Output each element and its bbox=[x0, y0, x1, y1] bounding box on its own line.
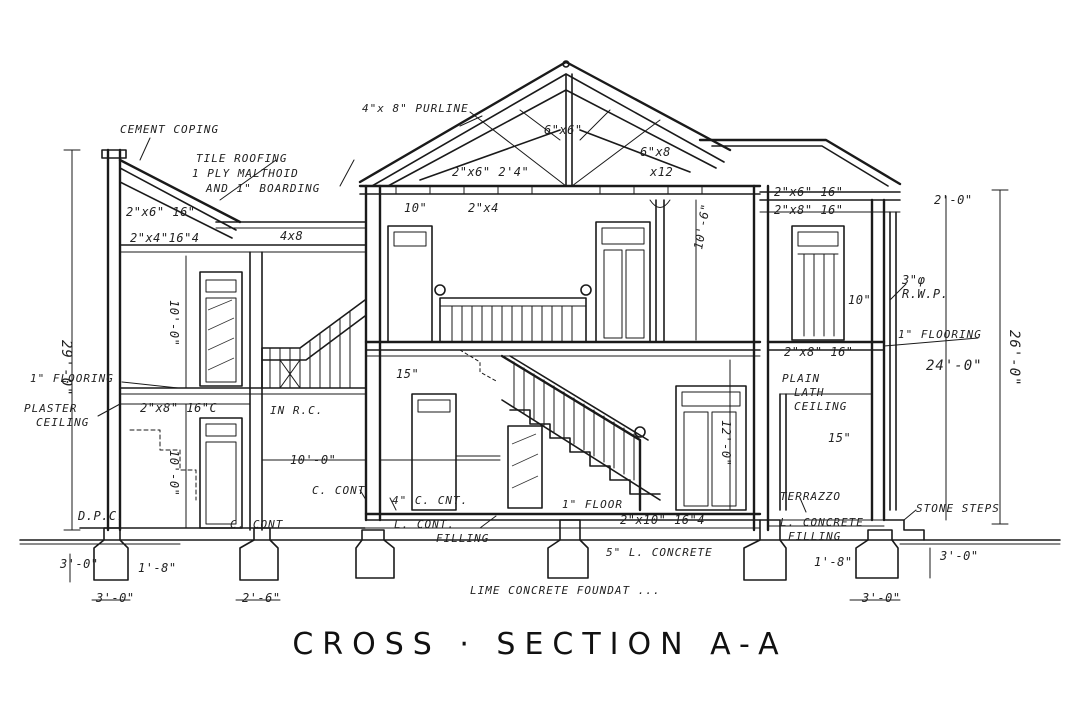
label-boarding: AND 1" BOARDING bbox=[205, 182, 320, 195]
label-joist-2x6: 2"x6" 16" bbox=[126, 205, 196, 219]
label-dpc: D.P.C. bbox=[77, 509, 124, 523]
left-wing bbox=[79, 148, 366, 532]
central-block bbox=[358, 60, 770, 532]
ground-line bbox=[19, 539, 1061, 545]
foundation-footings bbox=[93, 519, 899, 581]
label-flooring-left: 1" FLOORING bbox=[30, 372, 114, 385]
label-flooring-right: 1" FLOORING bbox=[898, 328, 982, 341]
label-5-l-concrete: 5" L. CONCRETE bbox=[606, 546, 713, 559]
label-plate-2x4: 2"x4 bbox=[468, 201, 499, 215]
label-dim-15-left: 15" bbox=[396, 367, 419, 381]
label-c-cont-1: C. CONT bbox=[312, 484, 366, 497]
label-tile-roofing: TILE ROOFING bbox=[196, 152, 287, 165]
label-filling: FILLING bbox=[436, 532, 489, 545]
label-dim-12-0: 12'-0" bbox=[719, 420, 733, 466]
label-collar: 2"x6" 2'4" bbox=[452, 165, 529, 179]
label-c-cont-2: C. CONT bbox=[230, 518, 284, 531]
label-malthoid: 1 PLY MALTHOID bbox=[192, 167, 299, 180]
label-dim-15-right: 15" bbox=[828, 431, 851, 445]
label-4-c-cnt: 4" C. CNT. bbox=[392, 494, 468, 507]
label-joist-left: 2"x8" 16"C bbox=[140, 401, 218, 415]
label-tie-6x8: 6"x8 bbox=[640, 145, 671, 159]
label-dim-3-0-right: 3'-0" bbox=[939, 549, 979, 563]
label-dim-10-0-left: 10'-0" bbox=[167, 450, 181, 496]
label-plain: PLAIN bbox=[782, 372, 820, 385]
label-l-concrete: L. CONCRETE bbox=[780, 516, 864, 529]
label-rwp: R.W.P. bbox=[902, 287, 948, 301]
label-brace: 6"x6" bbox=[544, 123, 583, 137]
label-joist-right: 2"x8" 16" bbox=[784, 345, 854, 359]
label-plate-2x8-right: 2"x8" 16" bbox=[774, 203, 844, 217]
drawing-title: CROSS · SECTION A-A bbox=[292, 627, 787, 662]
label-l-concrete-filling: FILLING bbox=[788, 530, 841, 543]
dimension-lines bbox=[63, 149, 1009, 601]
leader-lines bbox=[97, 115, 979, 529]
label-lath: LATH bbox=[794, 386, 825, 399]
right-wing bbox=[698, 138, 925, 541]
label-dim-24-0: 24'-0" bbox=[926, 358, 983, 374]
label-l-cont: L. CONT. bbox=[394, 518, 455, 531]
label-dim-26-0: 26'-0" bbox=[1006, 330, 1022, 387]
label-dim-2-0: 2'-0" bbox=[934, 193, 973, 207]
label-lath-ceiling: CEILING bbox=[794, 400, 847, 413]
label-joist-2x4: 2"x4"16"4 bbox=[130, 231, 200, 245]
label-stone-steps: STONE STEPS bbox=[916, 502, 1000, 515]
label-dim-1-8-right: 1'-8" bbox=[814, 555, 853, 569]
label-cement-coping: CEMENT COPING bbox=[120, 123, 219, 136]
annotations: CEMENT COPING 4"x 8" PURLINE TILE ROOFIN… bbox=[24, 102, 1022, 605]
label-tie-12: x12 bbox=[649, 165, 673, 179]
label-dim-3-0-bottom: 3'-0" bbox=[95, 591, 135, 605]
label-dim-3-0-far: 3'-0" bbox=[861, 591, 901, 605]
label-in-rc: IN R.C. bbox=[270, 404, 323, 417]
label-dim-1-8-left: 1'-8" bbox=[138, 561, 177, 575]
label-dim-29-0: 29'-0" bbox=[58, 340, 74, 397]
label-joist-2x10: 2"x10" 16"4 bbox=[620, 513, 705, 527]
label-purline: 4"x 8" PURLINE bbox=[362, 102, 469, 115]
label-terrazzo: TERRAZZO bbox=[780, 490, 841, 503]
label-beam-4x8: 4x8 bbox=[280, 229, 303, 243]
label-dim-10: 10" bbox=[404, 201, 427, 215]
label-floor-1: 1" FLOOR bbox=[562, 498, 623, 511]
label-ceiling: CEILING bbox=[36, 416, 89, 429]
label-dim-10-6: 10'-6" bbox=[691, 202, 713, 250]
label-dim-2-6: 2'-6" bbox=[242, 591, 281, 605]
label-dim-10-0-upper: 10'-0" bbox=[167, 300, 181, 346]
label-plaster: PLASTER bbox=[24, 402, 77, 415]
label-rwp-size: 3"φ bbox=[901, 273, 925, 287]
label-dim-10-right: 10" bbox=[848, 293, 871, 307]
label-foundation: LIME CONCRETE FOUNDAT ... bbox=[470, 584, 661, 597]
label-dim-10-0-lower: 10'-0" bbox=[290, 453, 336, 467]
label-plate-2x6-right: 2"x6" 16" bbox=[774, 185, 844, 199]
label-dim-3-0-left: 3'-0" bbox=[59, 557, 99, 571]
